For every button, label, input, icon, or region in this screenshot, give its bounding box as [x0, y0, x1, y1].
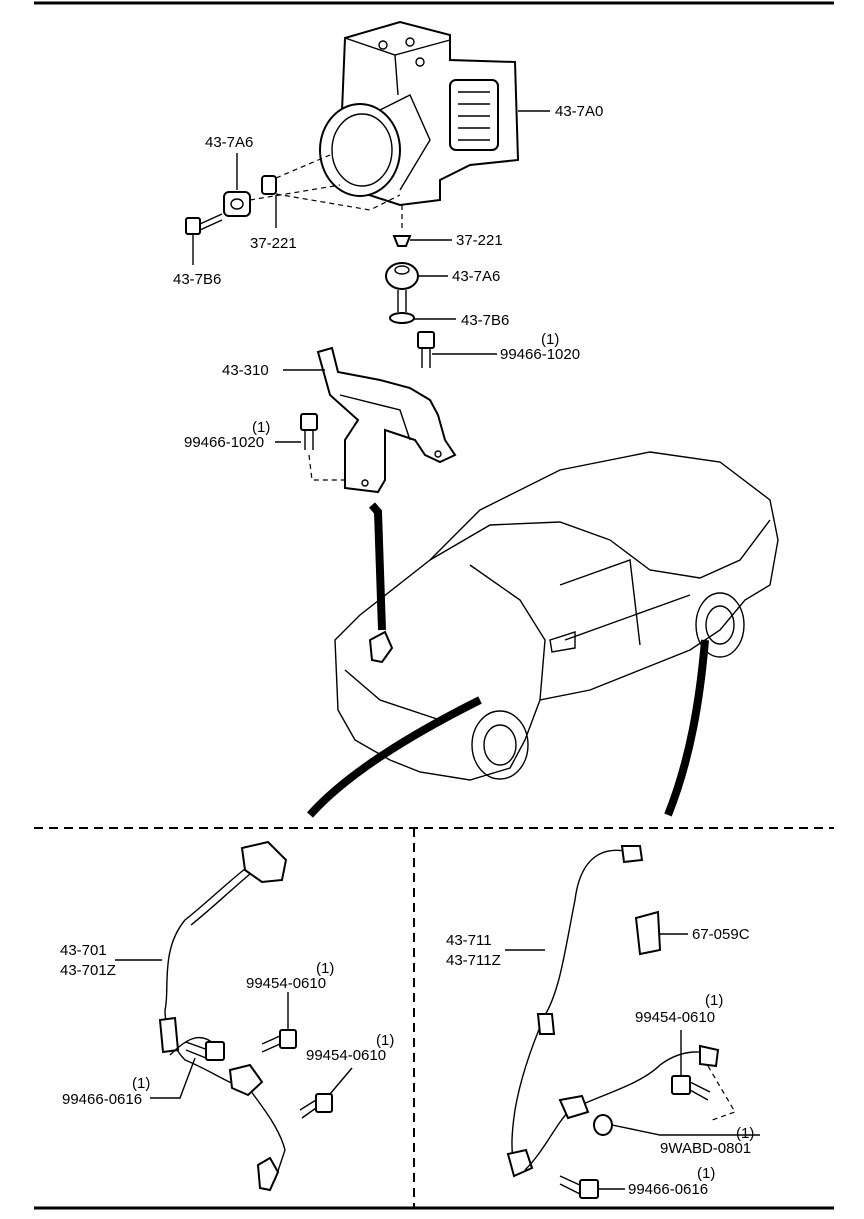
- pointer-to-front-sensor: [307, 696, 482, 818]
- qty-99454-0610-front-2: (1): [376, 1032, 394, 1049]
- callout-37-221-left: 37-221: [250, 235, 297, 252]
- callout-43-7A6-right: 43-7A6: [452, 268, 500, 285]
- collar-right[interactable]: [392, 235, 412, 247]
- leader-99466-0616-front: [150, 1057, 196, 1099]
- assembly-dash-left: [249, 154, 401, 211]
- pointer-to-abs: [368, 502, 386, 631]
- callout-43-7B6-right: 43-7B6: [461, 312, 509, 329]
- insulator-right[interactable]: [385, 262, 419, 290]
- qty-99454-0610-front-1: (1): [316, 960, 334, 977]
- qty-99466-0616-front: (1): [132, 1075, 150, 1092]
- leader-99454-0610-front-2: [329, 1067, 353, 1095]
- pointer-to-rear-sensor: [664, 639, 709, 817]
- front-wheel-speed-sensor[interactable]: [158, 840, 288, 1192]
- callout-99466-1020-upper: 99466-1020: [500, 346, 580, 363]
- callout-43-711Z: 43-711Z: [446, 952, 501, 969]
- bolt-99454-0610-front-1[interactable]: [261, 1029, 297, 1053]
- bolt-99466-0616-rear[interactable]: [559, 1175, 599, 1199]
- callout-43-310: 43-310: [222, 362, 269, 379]
- assembly-dash-rear: [707, 1065, 736, 1121]
- callout-99454-0610-front-2: 99454-0610: [306, 1047, 386, 1064]
- callout-43-711: 43-711: [446, 932, 492, 949]
- caution-label[interactable]: [634, 910, 662, 956]
- callout-99466-1020-lower: 99466-1020: [184, 434, 264, 451]
- callout-43-701: 43-701: [60, 942, 107, 959]
- vehicle-outline: [334, 451, 779, 781]
- callout-99454-0610-rear: 99454-0610: [635, 1009, 715, 1026]
- qty-9WABD-0801: (1): [736, 1125, 754, 1142]
- bolt-43-7B6-right[interactable]: [389, 290, 415, 324]
- callout-99466-0616-rear: 99466-0616: [628, 1181, 708, 1198]
- callout-9WABD-0801: 9WABD-0801: [660, 1140, 751, 1157]
- bolt-99466-1020-lower[interactable]: [300, 413, 318, 450]
- callout-67-059C: 67-059C: [692, 926, 750, 943]
- callout-43-701Z: 43-701Z: [60, 962, 116, 979]
- qty-99466-1020-upper: (1): [541, 331, 559, 348]
- callout-43-7B6-left: 43-7B6: [173, 271, 221, 288]
- bolt-99454-0610-rear[interactable]: [671, 1075, 711, 1101]
- leader-9WABD-0801: [611, 1124, 760, 1136]
- bolt-99454-0610-front-2[interactable]: [299, 1093, 333, 1119]
- bolt-43-7B6-left[interactable]: [185, 213, 223, 235]
- insulator-left[interactable]: [223, 191, 251, 217]
- assembly-dash-bracket: [308, 454, 345, 481]
- bolt-99466-0616-front[interactable]: [185, 1041, 225, 1061]
- clip-9WABD-0801[interactable]: [593, 1114, 613, 1136]
- qty-99454-0610-rear: (1): [705, 992, 723, 1009]
- callout-43-7A0: 43-7A0: [555, 103, 603, 120]
- callout-43-7A6-left: 43-7A6: [205, 134, 253, 151]
- callout-99454-0610-front-1: 99454-0610: [246, 975, 326, 992]
- qty-99466-0616-rear: (1): [697, 1165, 715, 1182]
- callout-99466-0616-front: 99466-0616: [62, 1091, 142, 1108]
- rear-wheel-speed-sensor[interactable]: [506, 845, 720, 1178]
- collar-left[interactable]: [261, 175, 277, 195]
- callout-37-221-right: 37-221: [456, 232, 503, 249]
- mounting-bracket[interactable]: [316, 346, 457, 494]
- bolt-99466-1020-upper[interactable]: [417, 331, 435, 368]
- qty-99466-1020-lower: (1): [252, 419, 270, 436]
- abs-hydraulic-unit[interactable]: [319, 20, 520, 207]
